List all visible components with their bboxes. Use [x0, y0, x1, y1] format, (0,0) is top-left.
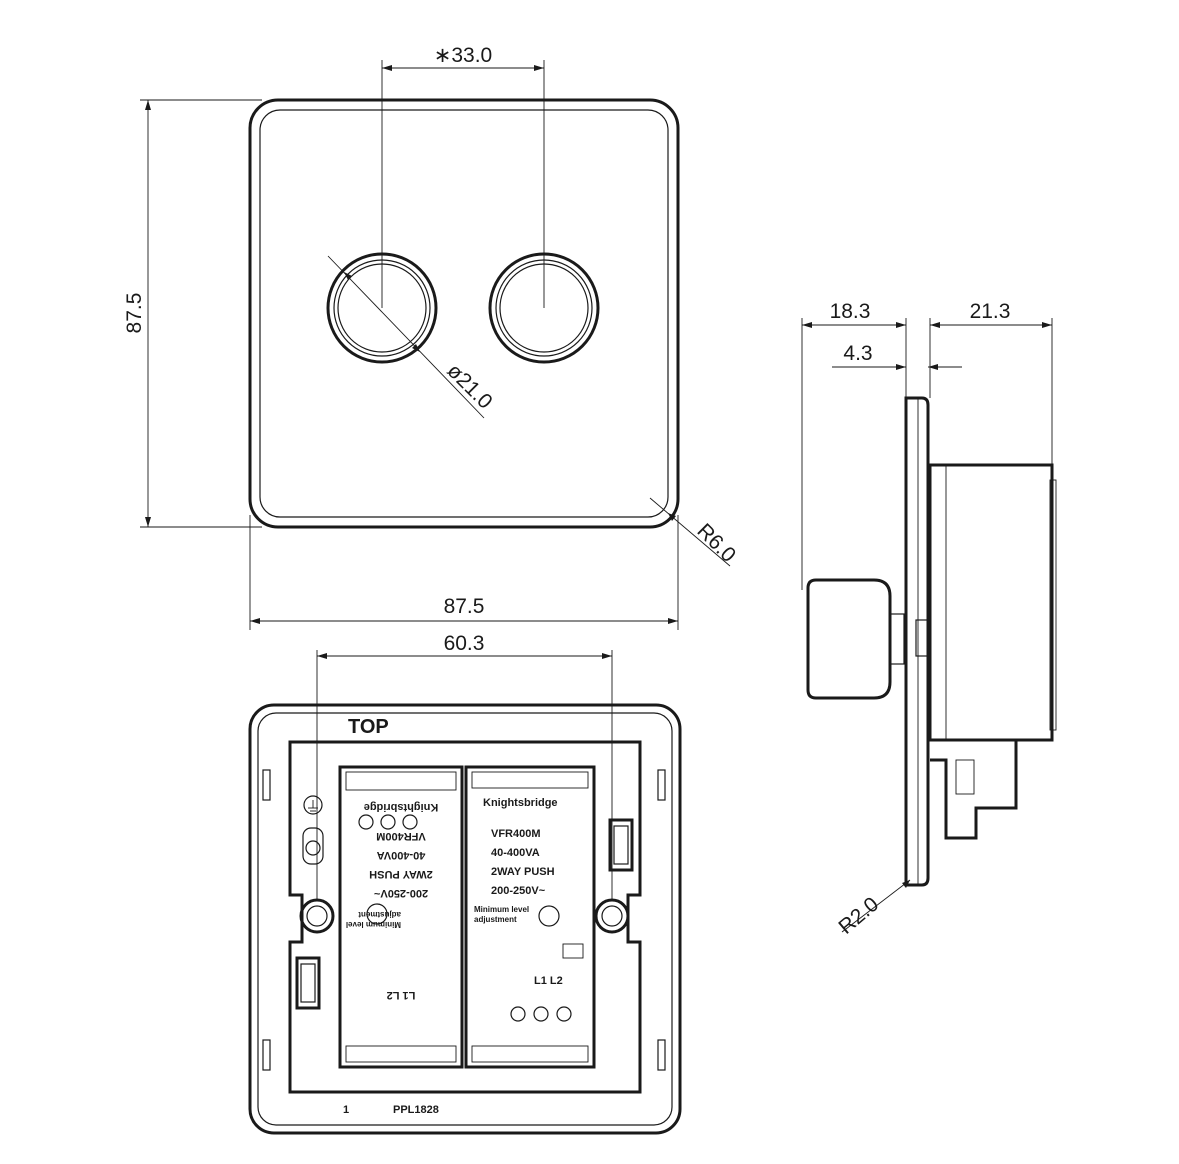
- side-back-body: [928, 463, 1054, 742]
- terminal-screws-left: [358, 814, 418, 830]
- module-left-type: 2WAY PUSH: [369, 868, 433, 880]
- fixing-hole-right: [594, 898, 630, 934]
- rear-plate-inner-edge: [257, 712, 673, 1126]
- dim-corner-radius-label: R6.0: [692, 519, 740, 567]
- dim-height-label: 87.5: [123, 293, 146, 334]
- front-plate-outline: [248, 98, 680, 529]
- dim-corner-radius: R6.0: [649, 497, 740, 567]
- module-right-min-level-1: Minimum level: [474, 905, 529, 914]
- side-knob-profile: [806, 578, 892, 700]
- side-knob-spindle: [889, 613, 905, 665]
- module-left-min-level-1: Minimum level: [346, 920, 401, 929]
- front-plate-inner-edge: [259, 109, 669, 518]
- dim-fixing-centres-label: 60.3: [444, 632, 485, 655]
- gang-number: 1: [343, 1104, 349, 1116]
- module-right-model: VFR400M: [491, 828, 541, 840]
- module-right-terminals: L1 L2: [534, 975, 563, 987]
- top-label: TOP: [348, 716, 389, 738]
- clip-right: [608, 818, 634, 872]
- dim-centres: ∗33.0: [381, 44, 545, 308]
- clip-left: [295, 956, 321, 1010]
- module-left-terminals: L1 L2: [387, 989, 416, 1001]
- side-plate-profile: [904, 396, 930, 887]
- module-right-min-level-2: adjustment: [474, 915, 517, 924]
- rear-plate-outline: [248, 703, 682, 1135]
- dim-knob-depth-label: 18.3: [830, 300, 871, 323]
- dim-width-label: 87.5: [444, 595, 485, 618]
- dim-plate: 4.3: [832, 342, 962, 370]
- dimmer-module-left: L1 L2 Minimum level adjustment 200-250V~…: [338, 765, 464, 1069]
- terminal-screws-right: [510, 1006, 572, 1022]
- side-slots: [262, 769, 666, 1071]
- dimmer-module-right: Knightsbridge VFR400M 40-400VA 2WAY PUSH…: [464, 765, 596, 1069]
- dim-plate-label: 4.3: [843, 342, 872, 365]
- module-left-brand: Knightsbridge: [364, 801, 439, 813]
- module-right-voltage: 200-250V~: [491, 885, 546, 897]
- fixing-hole-left: [299, 898, 335, 934]
- dim-edge-radius: R2.0: [834, 879, 911, 939]
- dim-edge-radius-label: R2.0: [834, 893, 883, 939]
- dim-knob-diameter: ø21.0: [327, 255, 497, 419]
- dim-centres-label: ∗33.0: [434, 44, 492, 67]
- level-pot-left: [366, 903, 388, 925]
- part-code: PPL1828: [393, 1104, 439, 1116]
- earth-terminal: [302, 795, 324, 865]
- module-left-model: VFR400M: [376, 830, 426, 842]
- module-right-brand: Knightsbridge: [483, 797, 558, 809]
- module-right-type: 2WAY PUSH: [491, 866, 555, 878]
- module-left-rating: 40-400VA: [377, 849, 426, 861]
- dim-back-depth: 21.3: [929, 300, 1053, 465]
- metal-frame: [288, 740, 642, 1094]
- module-right-rating: 40-400VA: [491, 847, 540, 859]
- dim-knob-depth: 18.3: [801, 300, 907, 590]
- dim-knob-diameter-label: ø21.0: [442, 359, 496, 413]
- dim-height: 87.5: [123, 99, 262, 528]
- module-left-min-level-2: adjustment: [358, 910, 401, 919]
- side-view: 18.3 21.3 4.3 R2.0: [801, 300, 1057, 939]
- module-left-voltage: 200-250V~: [373, 887, 428, 899]
- dim-back-depth-label: 21.3: [970, 300, 1011, 323]
- approval-mark-icon: [562, 943, 584, 959]
- dim-width: 87.5: [249, 515, 679, 630]
- front-view: ∗33.0 ø21.0 R6.0 87.5: [123, 44, 740, 630]
- dim-fixing-centres: 60.3: [316, 632, 613, 900]
- side-bracket: [930, 738, 1018, 840]
- rear-view: TOP 60.3: [248, 632, 682, 1135]
- level-pot-right: [538, 905, 560, 927]
